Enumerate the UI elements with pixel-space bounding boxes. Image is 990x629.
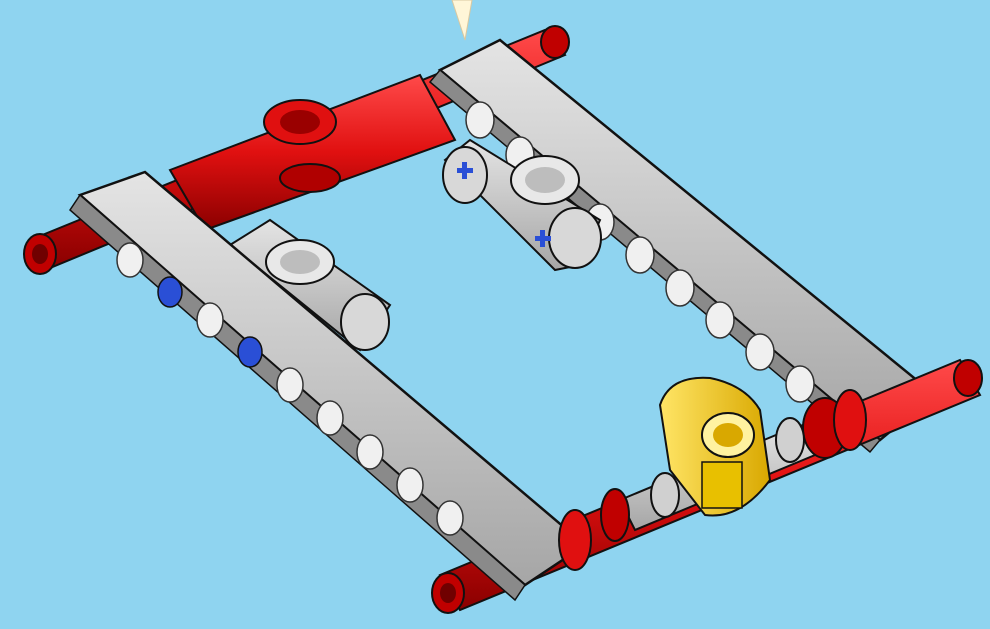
- blue-pin-icon: [238, 337, 262, 367]
- red-bush: [834, 390, 866, 450]
- red-bush: [559, 510, 591, 570]
- blue-pin-icon: [158, 277, 182, 307]
